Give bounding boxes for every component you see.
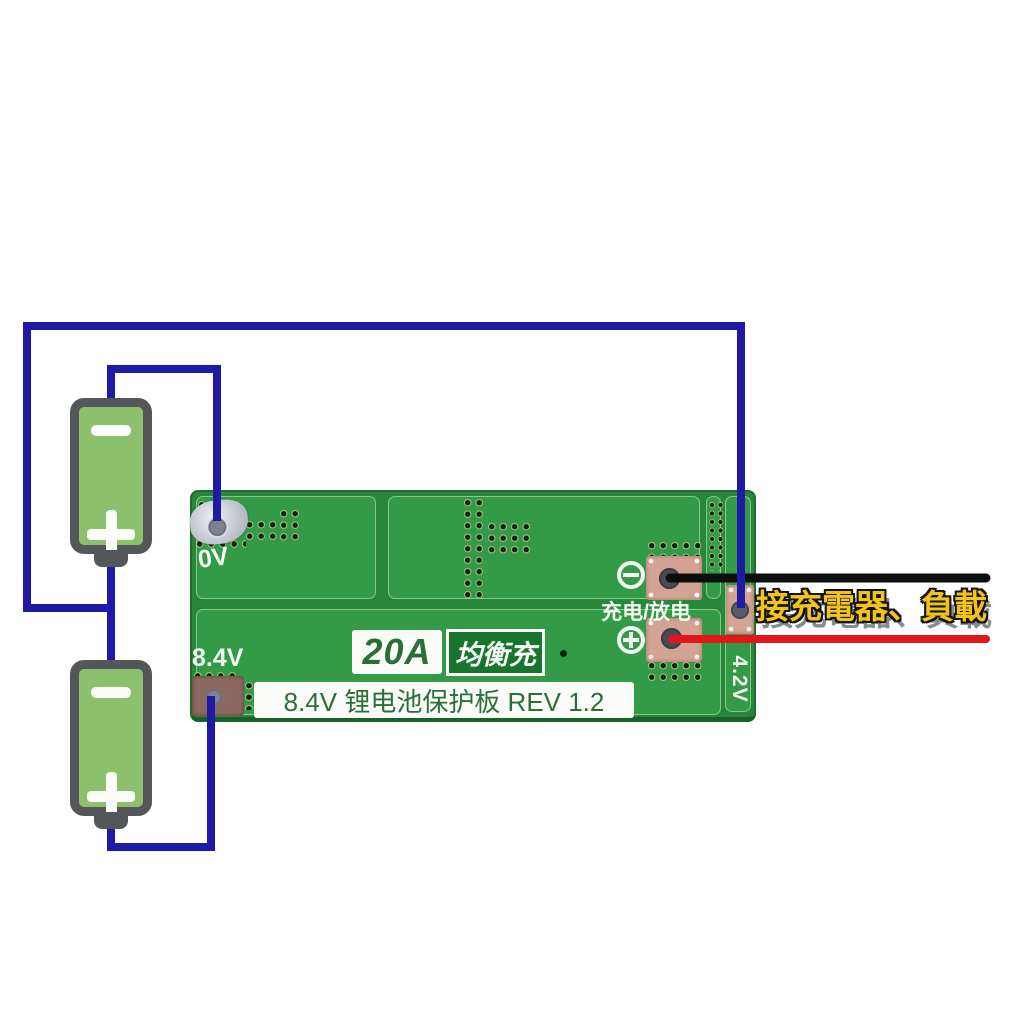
via-cluster-0v-block-b	[278, 508, 302, 544]
plus-terminal-icon	[87, 772, 135, 820]
minus-terminal-icon	[91, 425, 131, 436]
via-cluster-mid-branch	[486, 521, 533, 556]
plus-circle-icon	[617, 626, 645, 654]
via-cluster-strip-columns	[708, 501, 724, 571]
via-dot-single	[560, 650, 567, 657]
wire-balance-tap-loop	[23, 322, 745, 612]
battery-cell-2-terminal-nub	[94, 812, 128, 829]
battery-cell-1-body	[70, 398, 152, 558]
wire-cell1-negative-to-0v	[107, 365, 221, 521]
via-cluster-mid-column	[462, 497, 485, 600]
via-cluster-84v-right	[243, 680, 255, 710]
minus-terminal-icon	[91, 687, 131, 698]
annotation-charger-load: 接充電器、負載	[756, 588, 987, 625]
pcb-board: 0V 8.4V 充电/放电 20A 均衡充	[188, 490, 756, 722]
label-current-rating: 20A	[352, 630, 442, 674]
battery-cell-1-terminal-nub	[94, 550, 128, 567]
silkscreen-charge-discharge: 充电/放电	[601, 601, 691, 624]
silkscreen-84v: 8.4V	[192, 644, 244, 672]
via-cluster-pplus-bottom	[646, 660, 703, 682]
battery-cell-1	[70, 398, 152, 570]
label-balance-text: 均衡充	[455, 640, 536, 670]
minus-circle-icon	[617, 561, 645, 589]
battery-cell-2-body	[70, 660, 152, 820]
wire-cell2-positive-to-84v	[107, 696, 215, 851]
plus-terminal-icon	[87, 510, 135, 558]
via-cluster-0v-block-a	[244, 519, 280, 543]
battery-cell-2	[70, 660, 152, 832]
label-product-title: 8.4V 锂电池保护板 REV 1.2	[254, 682, 634, 718]
via-cluster-pminus-top	[646, 540, 703, 561]
label-balance-charge: 均衡充	[446, 629, 545, 676]
